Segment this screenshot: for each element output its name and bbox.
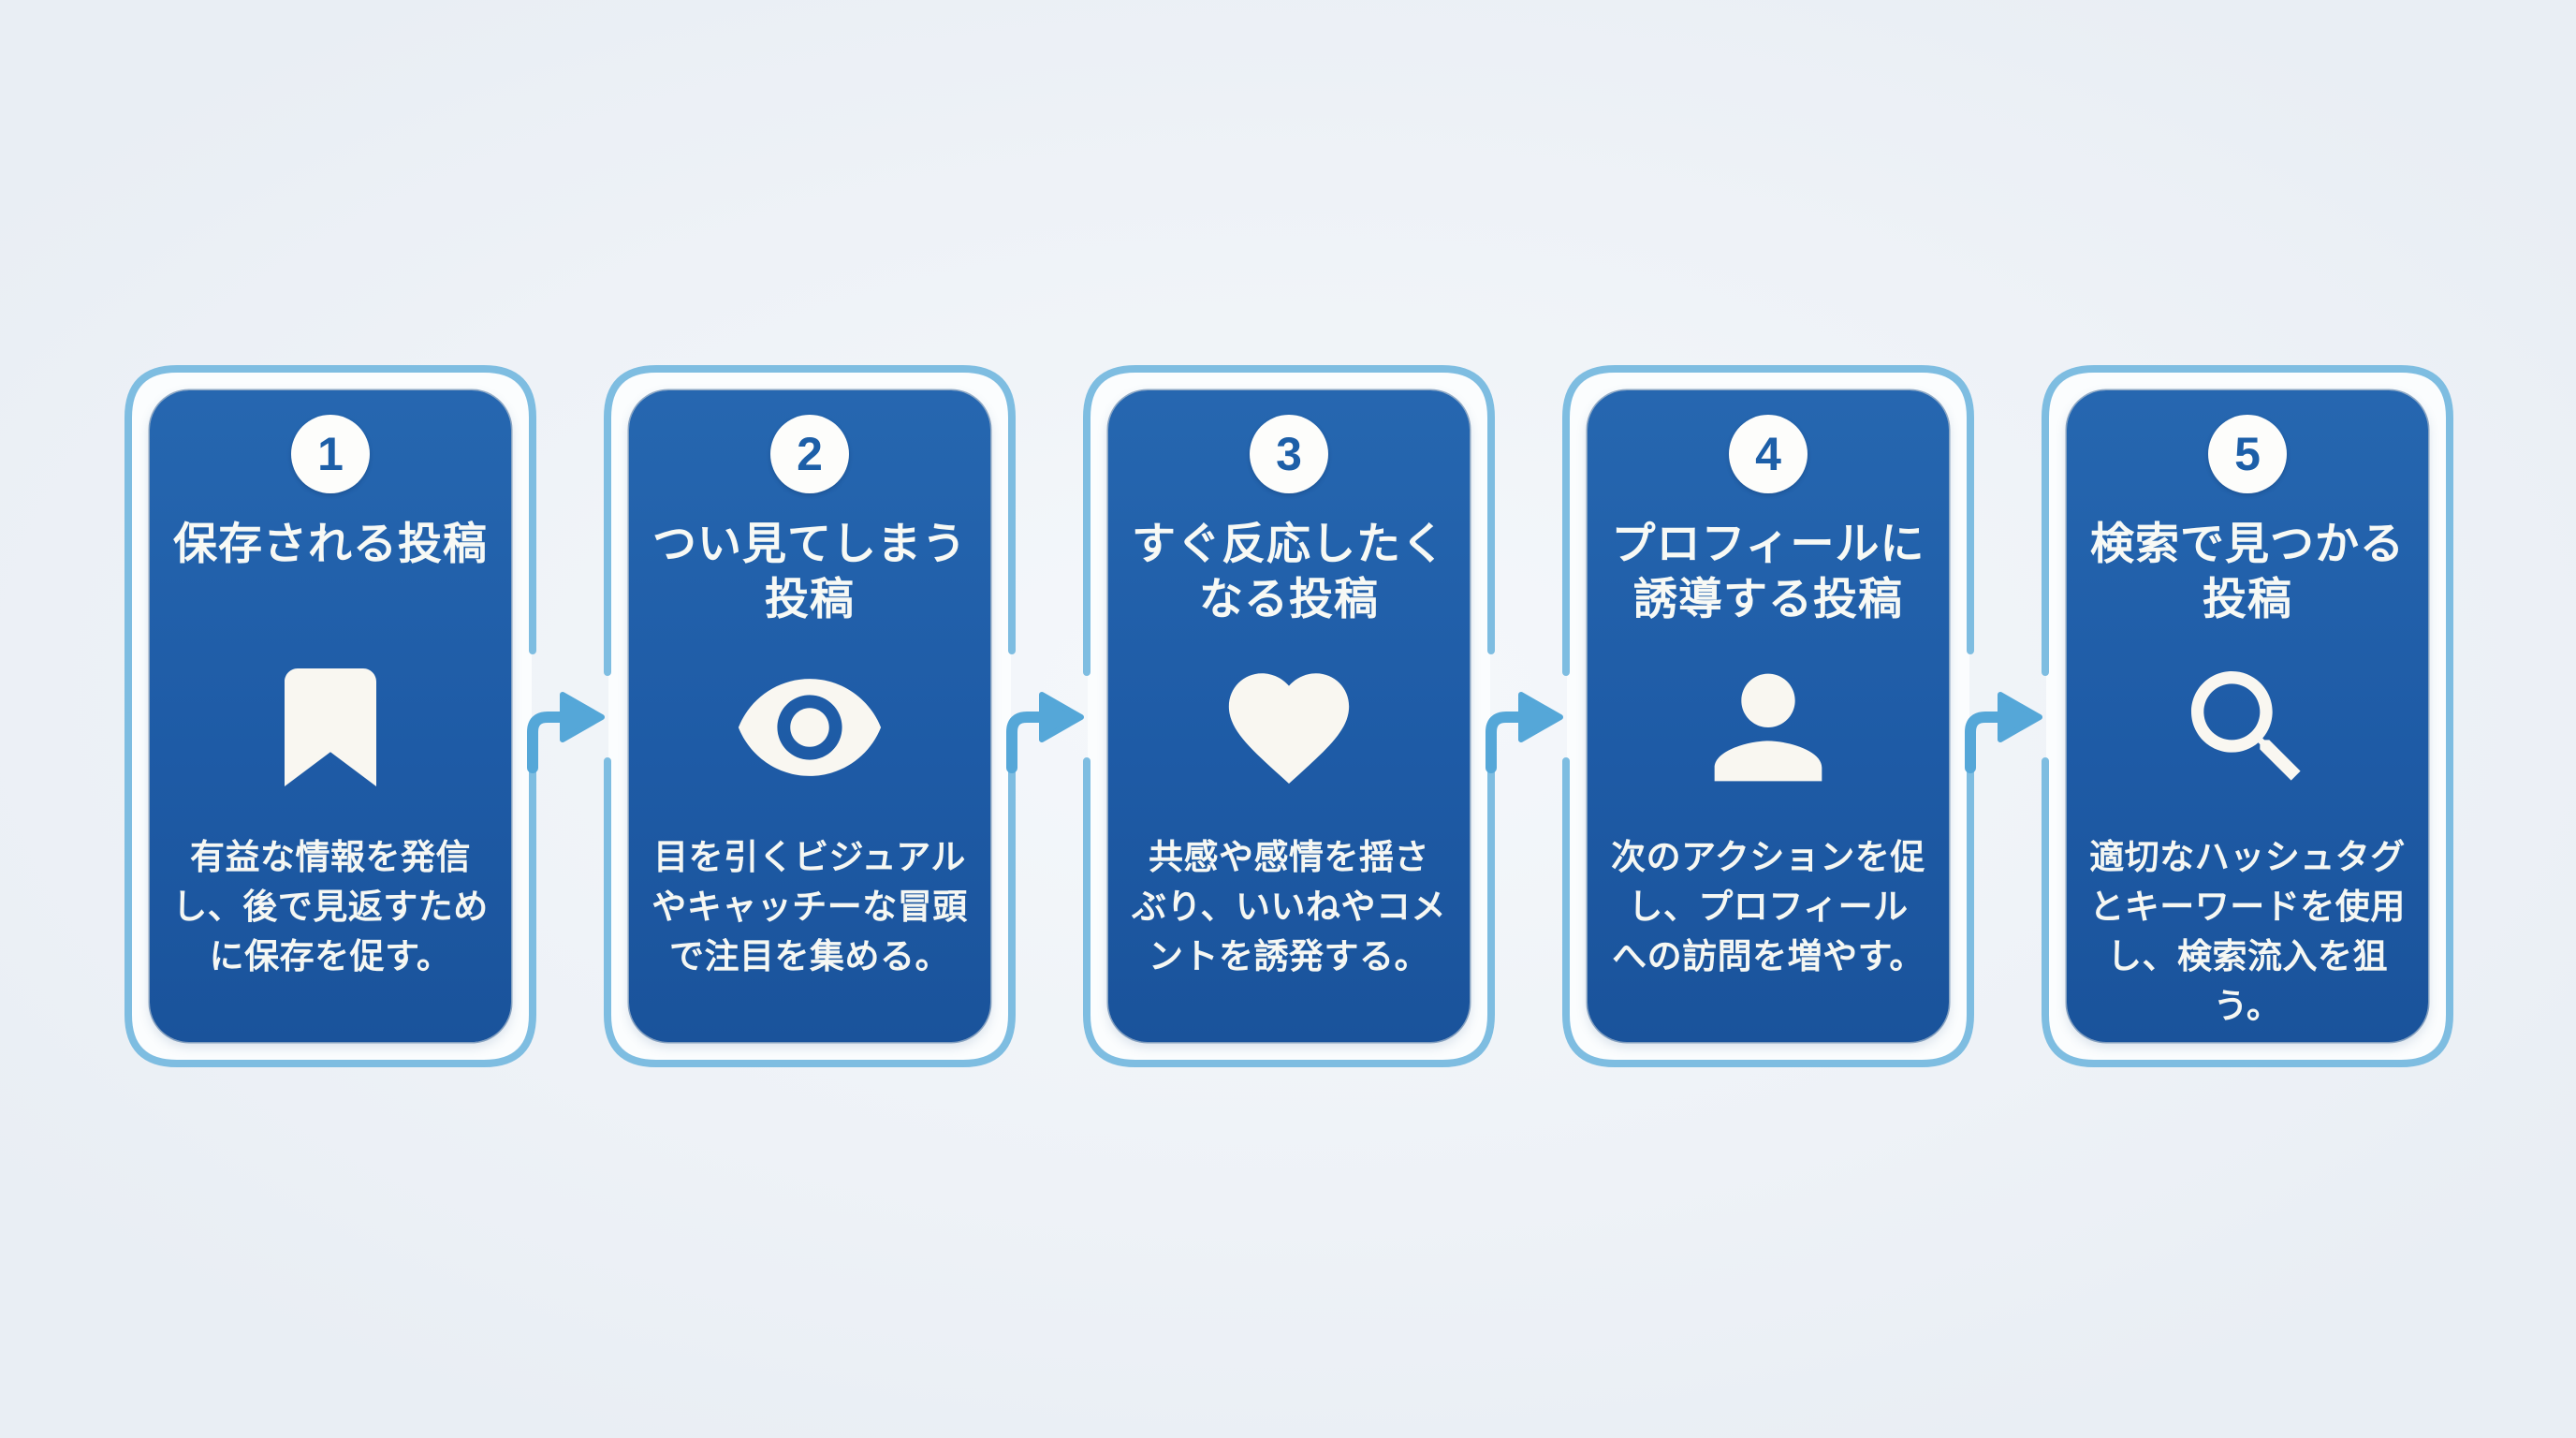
step-number: 1 (317, 428, 344, 480)
arrow-icon (1486, 712, 1529, 773)
card-title: プロフィールに 誘導する投稿 (1611, 519, 1925, 624)
step-number: 3 (1276, 428, 1302, 480)
card-description: 目を引くビジュアル やキャッチーな冒頭 で注目を集める。 (651, 838, 968, 976)
step-number-badge: 2 (770, 415, 849, 493)
step-number-badge: 5 (2208, 415, 2287, 493)
step-number-badge: 3 (1250, 415, 1328, 493)
card-title: 検索で見つかる 投稿 (2090, 519, 2405, 624)
card-body: 2 つい見てしまう 投稿 目を引くビジュアル やキャッチーな冒頭 で注目を集める… (629, 390, 990, 1042)
eye-icon (629, 664, 990, 791)
arrow-icon (1006, 712, 1049, 773)
step-card-5: 5 検索で見つかる 投稿 適切なハッシュタグ とキーワードを使用 し、検索流入を… (2042, 365, 2453, 1067)
step-number-badge: 4 (1729, 415, 1808, 493)
card-description: 共感や感情を揺さ ぶり、いいねやコメ ントを誘発する。 (1131, 838, 1447, 976)
arrow-icon (527, 712, 570, 773)
card-title: すぐ反応したく なる投稿 (1132, 519, 1446, 624)
step-card-2: 2 つい見てしまう 投稿 目を引くビジュアル やキャッチーな冒頭 で注目を集める… (604, 365, 1084, 1067)
arrowhead-icon (560, 692, 605, 742)
card-description: 適切なハッシュタグ とキーワードを使用 し、検索流入を狙 う。 (2089, 838, 2406, 1025)
arrowhead-icon (1998, 692, 2042, 742)
step-number-badge: 1 (291, 415, 370, 493)
arrowhead-icon (1518, 692, 1563, 742)
step-number: 5 (2234, 428, 2261, 480)
card-body: 4 プロフィールに 誘導する投稿 次のアクションを促 し、プロフィール への訪問… (1588, 390, 1949, 1042)
card-body: 3 すぐ反応したく なる投稿 共感や感情を揺さ ぶり、いいねやコメ ントを誘発す… (1108, 390, 1470, 1042)
step-number: 2 (797, 428, 823, 480)
arrow-icon (1965, 712, 2008, 773)
card-body: 5 検索で見つかる 投稿 適切なハッシュタグ とキーワードを使用 し、検索流入を… (2067, 390, 2428, 1042)
card-title: 保存される投稿 (173, 519, 488, 568)
step-card-4: 4 プロフィールに 誘導する投稿 次のアクションを促 し、プロフィール への訪問… (1562, 365, 2042, 1067)
card-description: 有益な情報を発信 し、後で見返すため に保存を促す。 (172, 838, 489, 976)
person-icon (1588, 664, 1949, 791)
heart-icon (1108, 664, 1470, 791)
step-card-1: 1 保存される投稿 有益な情報を発信 し、後で見返すため に保存を促す。 (124, 365, 605, 1067)
arrowhead-icon (1039, 692, 1084, 742)
step-card-3: 3 すぐ反応したく なる投稿 共感や感情を揺さ ぶり、いいねやコメ ントを誘発す… (1083, 365, 1563, 1067)
bookmark-icon (150, 664, 511, 791)
search-icon (2067, 664, 2428, 791)
card-title: つい見てしまう 投稿 (652, 519, 967, 624)
step-number: 4 (1755, 428, 1781, 480)
card-body: 1 保存される投稿 有益な情報を発信 し、後で見返すため に保存を促す。 (150, 390, 511, 1042)
card-description: 次のアクションを促 し、プロフィール への訪問を増やす。 (1611, 838, 1925, 976)
